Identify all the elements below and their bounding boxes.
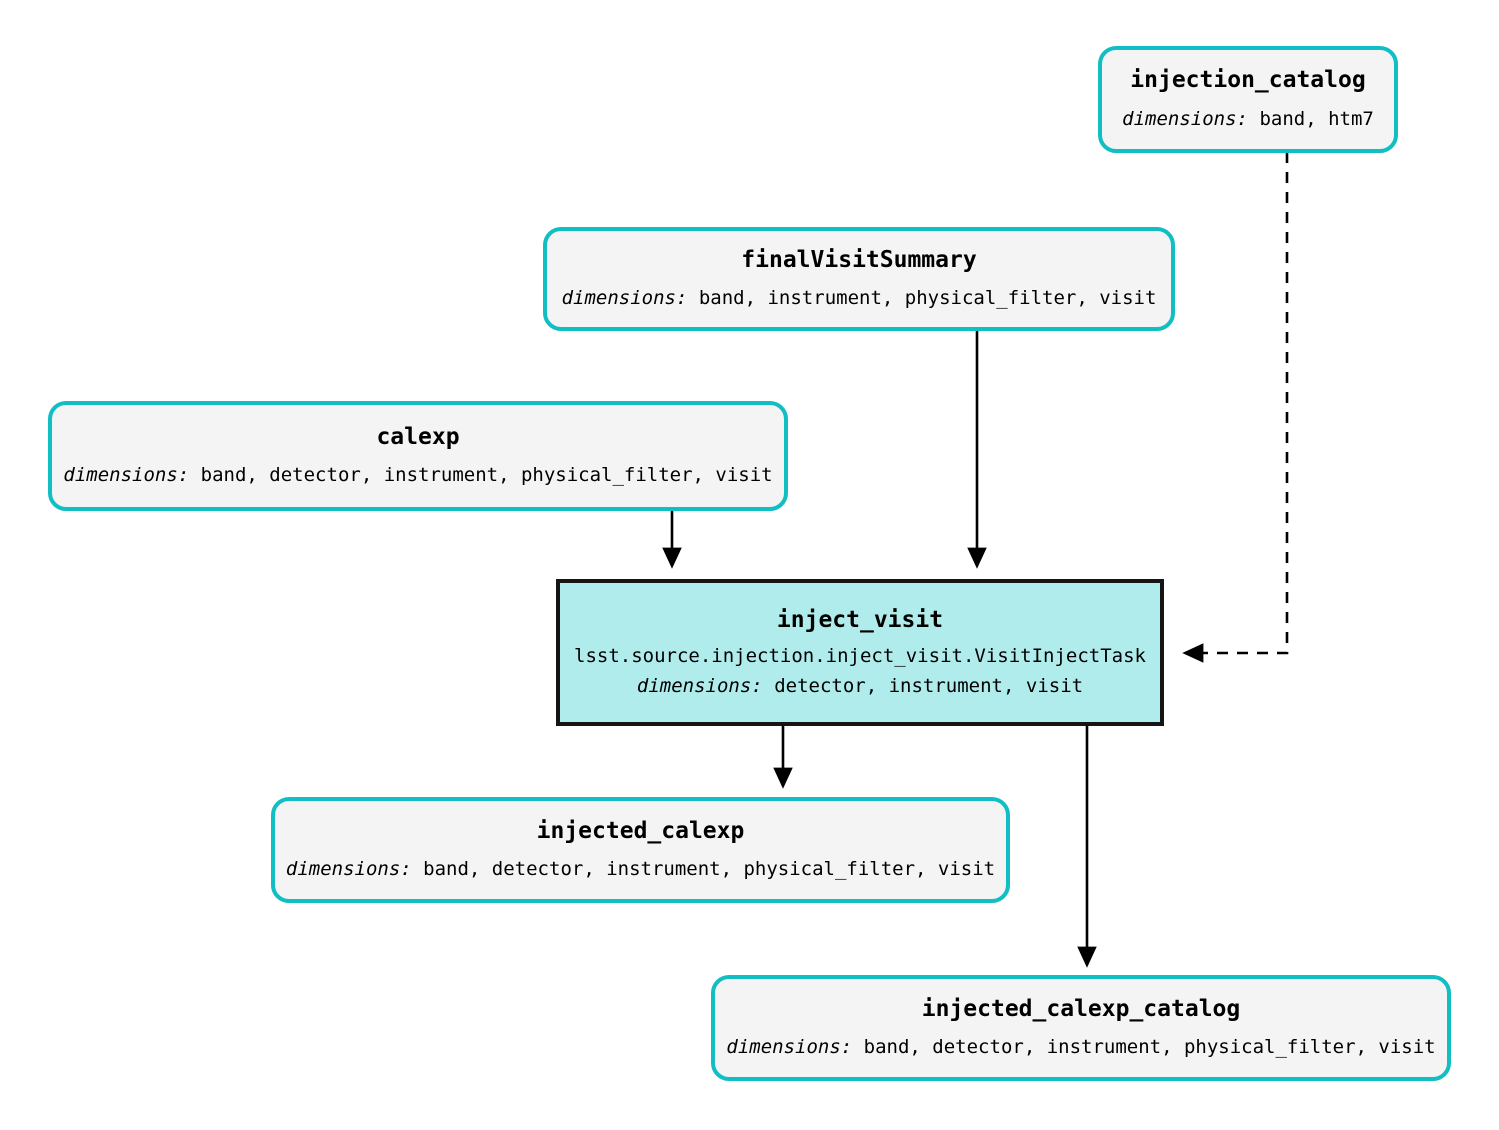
node-injection-catalog[interactable]: injection_catalog dimensions: band, htm7 bbox=[1098, 46, 1398, 153]
dimensions-label: dimensions: bbox=[636, 674, 763, 697]
node-task-class: lsst.source.injection.inject_visit.Visit… bbox=[574, 644, 1146, 667]
dimensions-label: dimensions: bbox=[285, 858, 412, 881]
node-title: finalVisitSummary bbox=[741, 246, 977, 273]
node-title: inject_visit bbox=[776, 606, 944, 633]
node-dimensions: dimensions: band, detector, instrument, … bbox=[726, 1036, 1436, 1059]
node-title: injected_calexp_catalog bbox=[921, 995, 1241, 1022]
dimensions-value: detector, instrument, visit bbox=[774, 674, 1084, 697]
dimensions-label: dimensions: bbox=[1122, 107, 1248, 130]
dimensions-value: band, detector, instrument, physical_fil… bbox=[200, 464, 773, 487]
node-injected-calexp[interactable]: injected_calexp dimensions: band, detect… bbox=[271, 797, 1010, 903]
dimensions-value: band, instrument, physical_filter, visit bbox=[698, 287, 1157, 310]
node-inject-visit[interactable]: inject_visit lsst.source.injection.injec… bbox=[556, 579, 1164, 726]
node-calexp[interactable]: calexp dimensions: band, detector, instr… bbox=[48, 401, 788, 511]
node-finalvisitsummary[interactable]: finalVisitSummary dimensions: band, inst… bbox=[543, 227, 1175, 331]
dimensions-label: dimensions: bbox=[726, 1036, 853, 1059]
node-dimensions: dimensions: band, detector, instrument, … bbox=[63, 464, 773, 487]
dimensions-value: band, detector, instrument, physical_fil… bbox=[423, 858, 996, 881]
dimensions-value: band, htm7 bbox=[1259, 107, 1374, 130]
node-injected-calexp-catalog[interactable]: injected_calexp_catalog dimensions: band… bbox=[711, 975, 1451, 1081]
dimensions-value: band, detector, instrument, physical_fil… bbox=[863, 1036, 1436, 1059]
node-dimensions: dimensions: band, detector, instrument, … bbox=[285, 858, 996, 881]
dimensions-label: dimensions: bbox=[63, 464, 190, 487]
node-dimensions: dimensions: band, instrument, physical_f… bbox=[561, 287, 1157, 310]
dimensions-label: dimensions: bbox=[561, 287, 688, 310]
node-title: calexp bbox=[376, 423, 460, 450]
node-title: injection_catalog bbox=[1130, 67, 1366, 94]
edge-injection-catalog-to-inject-visit bbox=[1182, 152, 1289, 663]
node-dimensions: dimensions: band, htm7 bbox=[1122, 107, 1374, 131]
node-dimensions: dimensions: detector, instrument, visit bbox=[636, 674, 1084, 698]
node-title: injected_calexp bbox=[536, 817, 745, 844]
